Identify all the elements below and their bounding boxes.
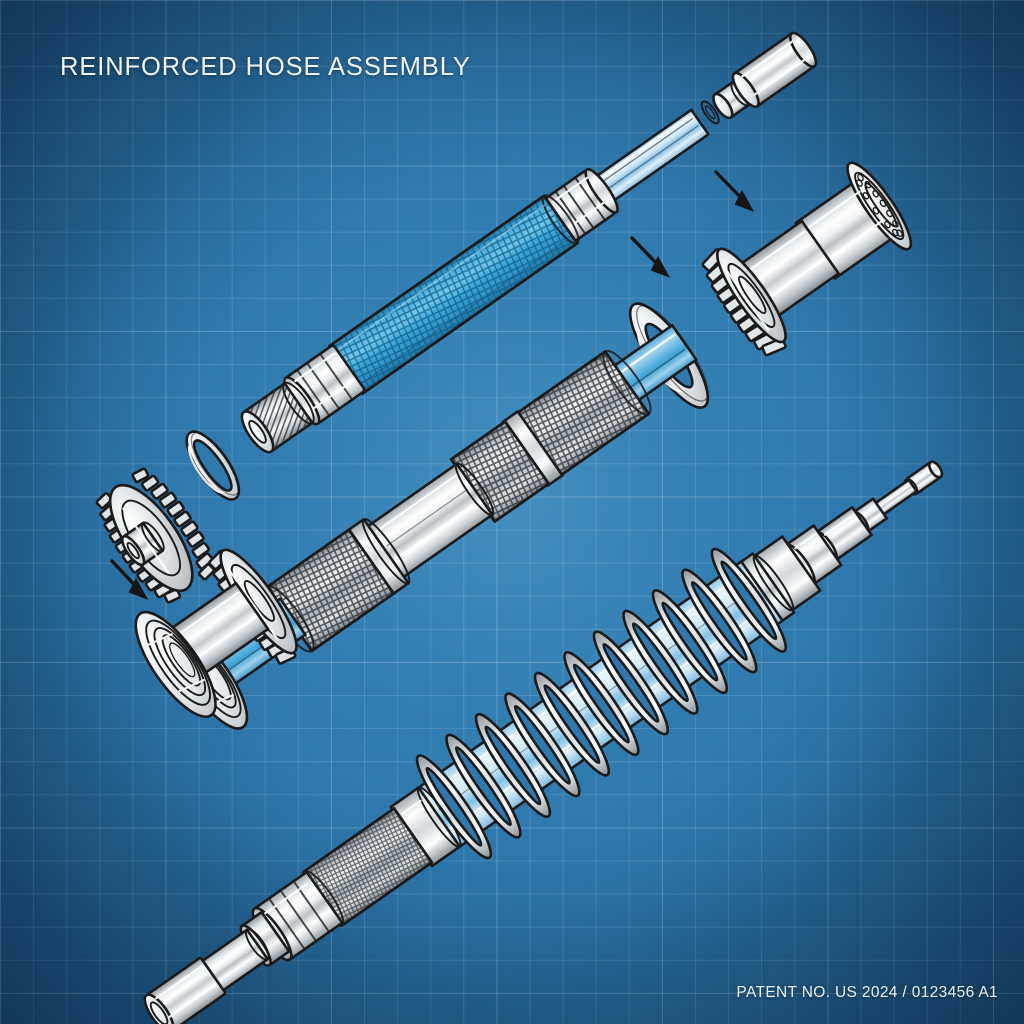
bottom-rod-end-tip bbox=[903, 460, 944, 496]
assembly-arrow-3 bbox=[110, 559, 149, 600]
assembly-arrow-1 bbox=[714, 170, 755, 212]
upper-snap-ring bbox=[700, 100, 720, 125]
upper-o-ring-seal bbox=[185, 430, 241, 501]
middle-bevel-gear bbox=[701, 247, 787, 357]
bottom-hose-barb-nipple bbox=[143, 928, 270, 1024]
upper-end-cap-nipple bbox=[712, 31, 818, 120]
flange-bolt-holes bbox=[856, 173, 903, 237]
upper-splined-collar bbox=[240, 381, 315, 454]
upper-ferrule-left bbox=[283, 344, 366, 426]
assembly-arrow-2 bbox=[630, 236, 671, 278]
page-title: REINFORCED HOSE ASSEMBLY bbox=[60, 53, 471, 81]
assembly-bottom-spring bbox=[143, 460, 944, 1024]
patent-number-label: PATENT NO. US 2024 / 0123456 A1 bbox=[736, 984, 998, 1001]
assembly-lower-left-hub bbox=[134, 548, 298, 719]
bottom-helical-coil-spring bbox=[415, 547, 788, 860]
assembly-upper-blue-hose bbox=[95, 31, 818, 604]
blue-braid-hose-body bbox=[328, 194, 580, 395]
bottom-ferrule-bands-right bbox=[738, 535, 822, 624]
lowerleft-flange-cup bbox=[134, 610, 217, 719]
